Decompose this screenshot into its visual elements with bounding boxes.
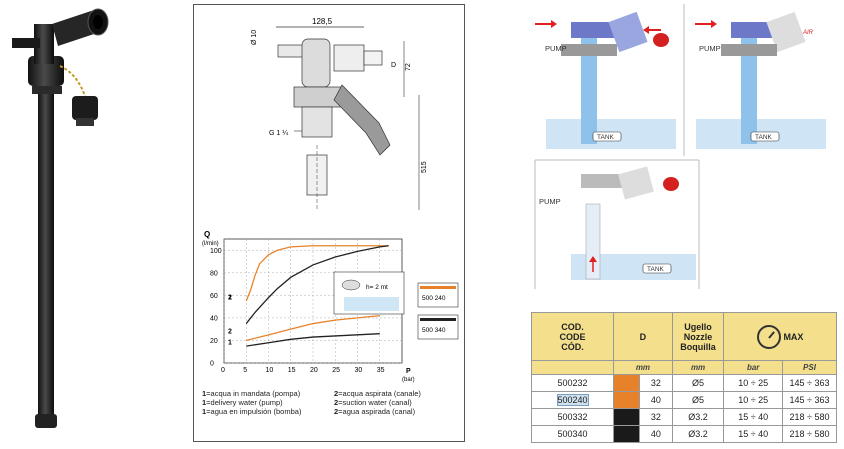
table-row: 500332 32 Ø3.2 15 ÷ 40 218 ÷ 580 <box>530 408 837 426</box>
legend-swatch-500340 <box>420 318 456 321</box>
curve-label: 2 <box>228 328 232 335</box>
head-max: MAX <box>723 312 837 361</box>
y-tick-label: 80 <box>210 270 218 277</box>
row-d: 40 <box>638 425 673 443</box>
unit-d: mm <box>613 360 673 375</box>
y-tick-label: 60 <box>210 293 218 300</box>
y-tick-label: 20 <box>210 338 218 345</box>
note-2-es: 2=agua aspirada (canal) <box>334 407 416 416</box>
product-photo <box>12 8 109 428</box>
y-tick-label: 40 <box>210 315 218 322</box>
row-psi: 145 ÷ 363 <box>782 374 837 392</box>
row-color-swatch <box>613 391 640 409</box>
table-row: 500232 32 Ø5 10 ÷ 25 145 ÷ 363 <box>530 374 837 392</box>
y-tick-label: 0 <box>210 361 214 368</box>
legend-label-500240: 500 240 <box>422 295 446 302</box>
row-color-swatch <box>613 408 640 426</box>
diagram-air: AIR PUMP TANK <box>695 11 826 149</box>
table-row: 500340 40 Ø3.2 15 ÷ 40 218 ÷ 580 <box>530 425 837 443</box>
chart-ylabel: Q <box>204 230 210 239</box>
row-nozzle: Ø3.2 <box>671 425 725 443</box>
legend-label-500340: 500 340 <box>422 327 446 334</box>
row-psi: 145 ÷ 363 <box>782 391 837 409</box>
x-tick-label: 30 <box>355 367 363 374</box>
chart-legend: 500 240 500 340 <box>417 282 459 340</box>
row-d: 32 <box>638 374 673 392</box>
table-row: 500240 40 Ø5 10 ÷ 25 145 ÷ 363 <box>530 391 837 409</box>
x-tick-label: 35 <box>377 367 385 374</box>
unit-bar: bar <box>723 360 783 375</box>
y-tick-label: 100 <box>210 248 222 255</box>
note-1-en: 1=delivery water (pump) <box>202 398 283 407</box>
row-code: 500340 <box>530 425 615 443</box>
diagram-delivery: PUMP TANK <box>535 11 676 149</box>
tank-label-2: TANK <box>755 134 773 141</box>
pump-label-1: PUMP <box>545 44 567 53</box>
dim-d: D <box>391 62 396 69</box>
curve-label: 2 <box>228 295 232 302</box>
technical-panel: 128,5 Ø 10 D 72 G 1 ¼ 515 Q (l/min) P (b… <box>193 4 465 442</box>
series-line-delivery-500340 <box>245 245 389 324</box>
row-d: 32 <box>638 408 673 426</box>
dim-515: 515 <box>421 161 428 173</box>
flow-diagrams: PUMP TANK AIR PUMP TANK PUMP TANK <box>531 4 837 292</box>
inset-label: h= 2 mt <box>366 284 388 291</box>
tube-pipe <box>12 8 109 428</box>
note-2-it: 2=acqua aspirata (canale) <box>334 389 421 398</box>
row-bar: 15 ÷ 40 <box>723 425 783 443</box>
gauge-icon <box>756 324 781 349</box>
tank-label-1: TANK <box>597 134 615 141</box>
x-tick-label: 5 <box>243 367 247 374</box>
note-1-es: 1=agua en impulsión (bomba) <box>202 407 302 416</box>
x-tick-label: 20 <box>310 367 318 374</box>
row-bar: 10 ÷ 25 <box>723 374 783 392</box>
legend-swatch-500240 <box>420 286 456 289</box>
dimension-drawing: 128,5 Ø 10 D 72 G 1 ¼ 515 <box>251 17 428 210</box>
row-color-swatch <box>613 374 640 392</box>
head-d: D <box>613 312 673 361</box>
x-tick-label: 10 <box>266 367 274 374</box>
pump-label-2: PUMP <box>699 44 721 53</box>
x-tick-label: 25 <box>332 367 340 374</box>
row-bar: 15 ÷ 40 <box>723 408 783 426</box>
chart-yunit: (l/min) <box>202 241 219 247</box>
series-line-suction-500240 <box>246 315 380 342</box>
x-tick-label: 15 <box>288 367 296 374</box>
unit-psi: PSI <box>782 360 837 375</box>
note-2-en: 2=suction water (canal) <box>334 398 412 407</box>
row-color-swatch <box>613 425 640 443</box>
row-code: 500232 <box>530 374 615 392</box>
row-d: 40 <box>638 391 673 409</box>
row-nozzle: Ø3.2 <box>671 408 725 426</box>
row-psi: 218 ÷ 580 <box>782 408 837 426</box>
row-nozzle: Ø5 <box>671 374 725 392</box>
air-label: AIR <box>802 30 814 36</box>
row-psi: 218 ÷ 580 <box>782 425 837 443</box>
dim-72: 72 <box>405 63 412 71</box>
chart-xunit: (bar) <box>402 377 415 383</box>
diagram-suction: PUMP TANK <box>539 166 696 280</box>
row-bar: 10 ÷ 25 <box>723 391 783 409</box>
dim-diameter: Ø 10 <box>251 30 258 45</box>
chart-xlabel: P <box>406 368 411 375</box>
note-1-it: 1=acqua in mandata (pompa) <box>202 389 301 398</box>
x-tick-label: 0 <box>221 367 225 374</box>
tank-label-3: TANK <box>647 266 665 273</box>
row-code: 500332 <box>530 408 615 426</box>
curve-label: 1 <box>228 340 232 347</box>
chart-inset: h= 2 mt <box>333 271 405 315</box>
unit-nozzle: mm <box>671 360 725 375</box>
series-line-delivery-500240 <box>245 245 389 302</box>
series-line-suction-500340 <box>246 333 380 347</box>
curve-label: 1 <box>228 295 232 302</box>
row-code: 500240 <box>530 391 615 409</box>
row-nozzle: Ø5 <box>671 391 725 409</box>
dim-thread: G 1 ¼ <box>269 130 288 137</box>
pump-label-3: PUMP <box>539 197 561 206</box>
performance-chart: Q (l/min) P (bar) 0 5 10 15 20 25 30 35 0 20 40 60 8… <box>202 230 459 383</box>
dim-width: 128,5 <box>312 17 333 26</box>
